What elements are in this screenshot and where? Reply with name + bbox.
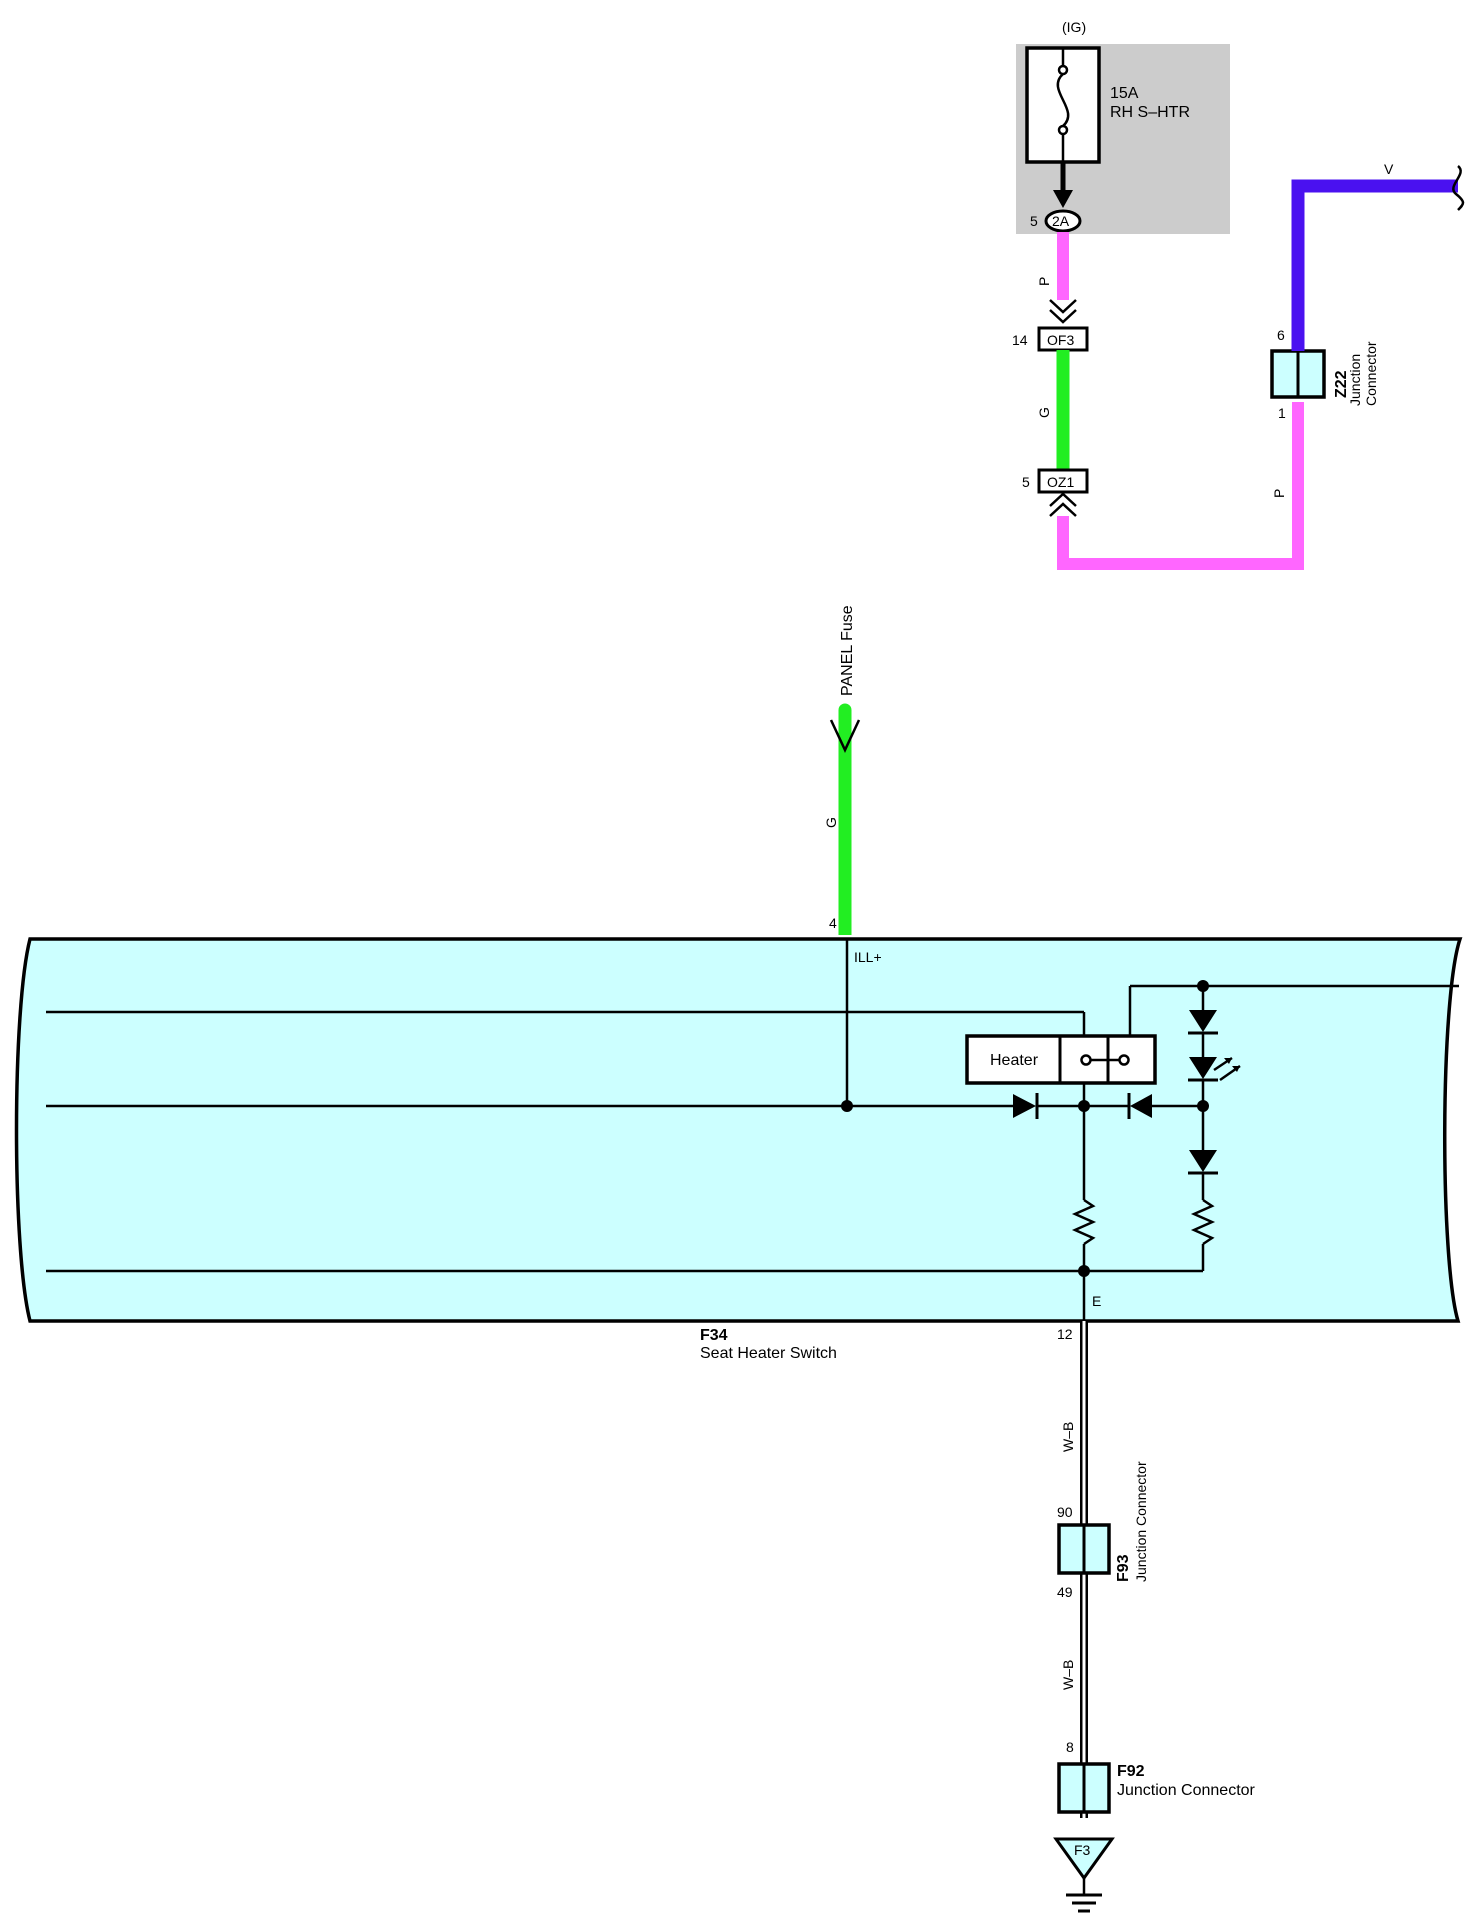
- connector-oz1: [1037, 468, 1089, 494]
- fuse-arrow-icon: [1053, 190, 1073, 208]
- switch-ground-label: E: [1092, 1293, 1101, 1309]
- switch-pin-ground: 12: [1057, 1326, 1073, 1342]
- heater-label: Heater: [990, 1052, 1039, 1069]
- connector-of3-pin: 14: [1012, 332, 1028, 348]
- connector-z22-name-1: Junction: [1347, 354, 1363, 406]
- connector-2a: [1044, 209, 1082, 233]
- diode-icon: [1013, 1093, 1060, 1119]
- seat-heater-switch-body: [14, 937, 1463, 1323]
- switch-name: Seat Heater Switch: [700, 1345, 837, 1362]
- connector-f92-pin-top: 8: [1066, 1739, 1074, 1755]
- connector-2a-label: 2A: [1052, 213, 1070, 229]
- switch-icon: [1080, 1054, 1130, 1066]
- wire-v-top: [1291, 179, 1458, 351]
- switch-ill-label: ILL+: [854, 949, 882, 965]
- connector-f93-pin-bottom: 49: [1057, 1584, 1073, 1600]
- chevron-up-icon: [1049, 492, 1077, 517]
- resistor-icon: [1190, 1198, 1216, 1246]
- connector-f92-name: Junction Connector: [1117, 1782, 1256, 1799]
- diode-icon-2: [1127, 1093, 1152, 1119]
- connector-z22-pin-bottom: 1: [1278, 405, 1286, 421]
- wire-g-panel-label: G: [823, 817, 839, 828]
- chevron-down-icon: [1049, 299, 1077, 324]
- wire-p-lower-label: P: [1271, 489, 1287, 498]
- wire-break-icon: [1452, 165, 1465, 211]
- connector-z22-name-2: Connector: [1363, 341, 1379, 406]
- wire-v-top-label: V: [1384, 161, 1394, 177]
- connector-z22-id: Z22: [1333, 370, 1350, 398]
- ground-icon: [1053, 1837, 1115, 1913]
- wire-g-mid-label: G: [1036, 407, 1052, 418]
- connector-z22-pin-top: 6: [1277, 327, 1285, 343]
- arrow-down-icon: [829, 719, 861, 753]
- resistor-icon-2: [1071, 1198, 1097, 1246]
- connector-f93-id: F93: [1115, 1554, 1132, 1582]
- connector-oz1-pin: 5: [1022, 474, 1030, 490]
- wire-wb-lower-label: W–B: [1060, 1660, 1076, 1690]
- connector-f92-id: F92: [1117, 1763, 1145, 1780]
- heater-switch: Heater: [965, 1034, 1157, 1085]
- fuse-icon: [1056, 48, 1070, 162]
- ground-id: F3: [1074, 1842, 1091, 1858]
- fuse-supply-label: (IG): [1062, 19, 1086, 35]
- wire-wb-upper-label: W–B: [1060, 1422, 1076, 1452]
- switch-id: F34: [700, 1327, 728, 1344]
- connector-f93-name: Junction Connector: [1133, 1461, 1149, 1582]
- fuse-rating: 15A: [1110, 85, 1139, 102]
- wire-p-lower: [1057, 402, 1304, 570]
- connector-2a-pin: 5: [1030, 213, 1038, 229]
- wire-p-upper-label: P: [1036, 277, 1052, 286]
- connector-oz1-label: OZ1: [1047, 474, 1074, 490]
- switch-pin-ill: 4: [829, 915, 837, 931]
- connector-f93-pin-top: 90: [1057, 1504, 1073, 1520]
- fuse-name: RH S–HTR: [1110, 104, 1190, 121]
- panel-fuse-label: PANEL Fuse: [839, 605, 856, 696]
- connector-of3-label: OF3: [1047, 332, 1074, 348]
